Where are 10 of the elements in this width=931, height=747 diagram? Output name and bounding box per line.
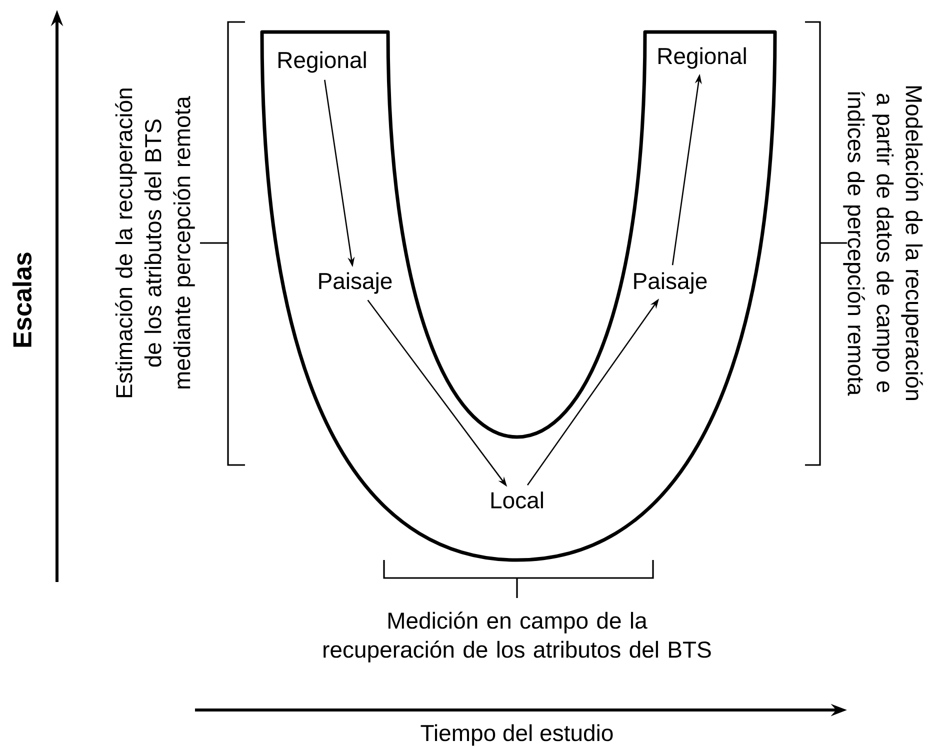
bracket-label: Medición en campo de la recuperación de los atributos del BTS: [324, 612, 711, 662]
scale-label: Regional: [658, 47, 746, 69]
scale-label: Paisaje: [319, 272, 392, 294]
scale-label: Paisaje: [634, 272, 707, 294]
axis-title: Tiempo del estudio: [420, 724, 613, 746]
bracket-label: Modelación de la recuperación a partir de datos de campo e índices de percepción remota: [843, 86, 923, 400]
scale-label: Local: [491, 492, 543, 508]
bracket-label: Estimación de la recuperación de los atributos del BTS mediante percepción remota: [115, 88, 195, 398]
scale-label: Regional: [278, 51, 366, 73]
axis-title: Escalas: [12, 252, 32, 347]
